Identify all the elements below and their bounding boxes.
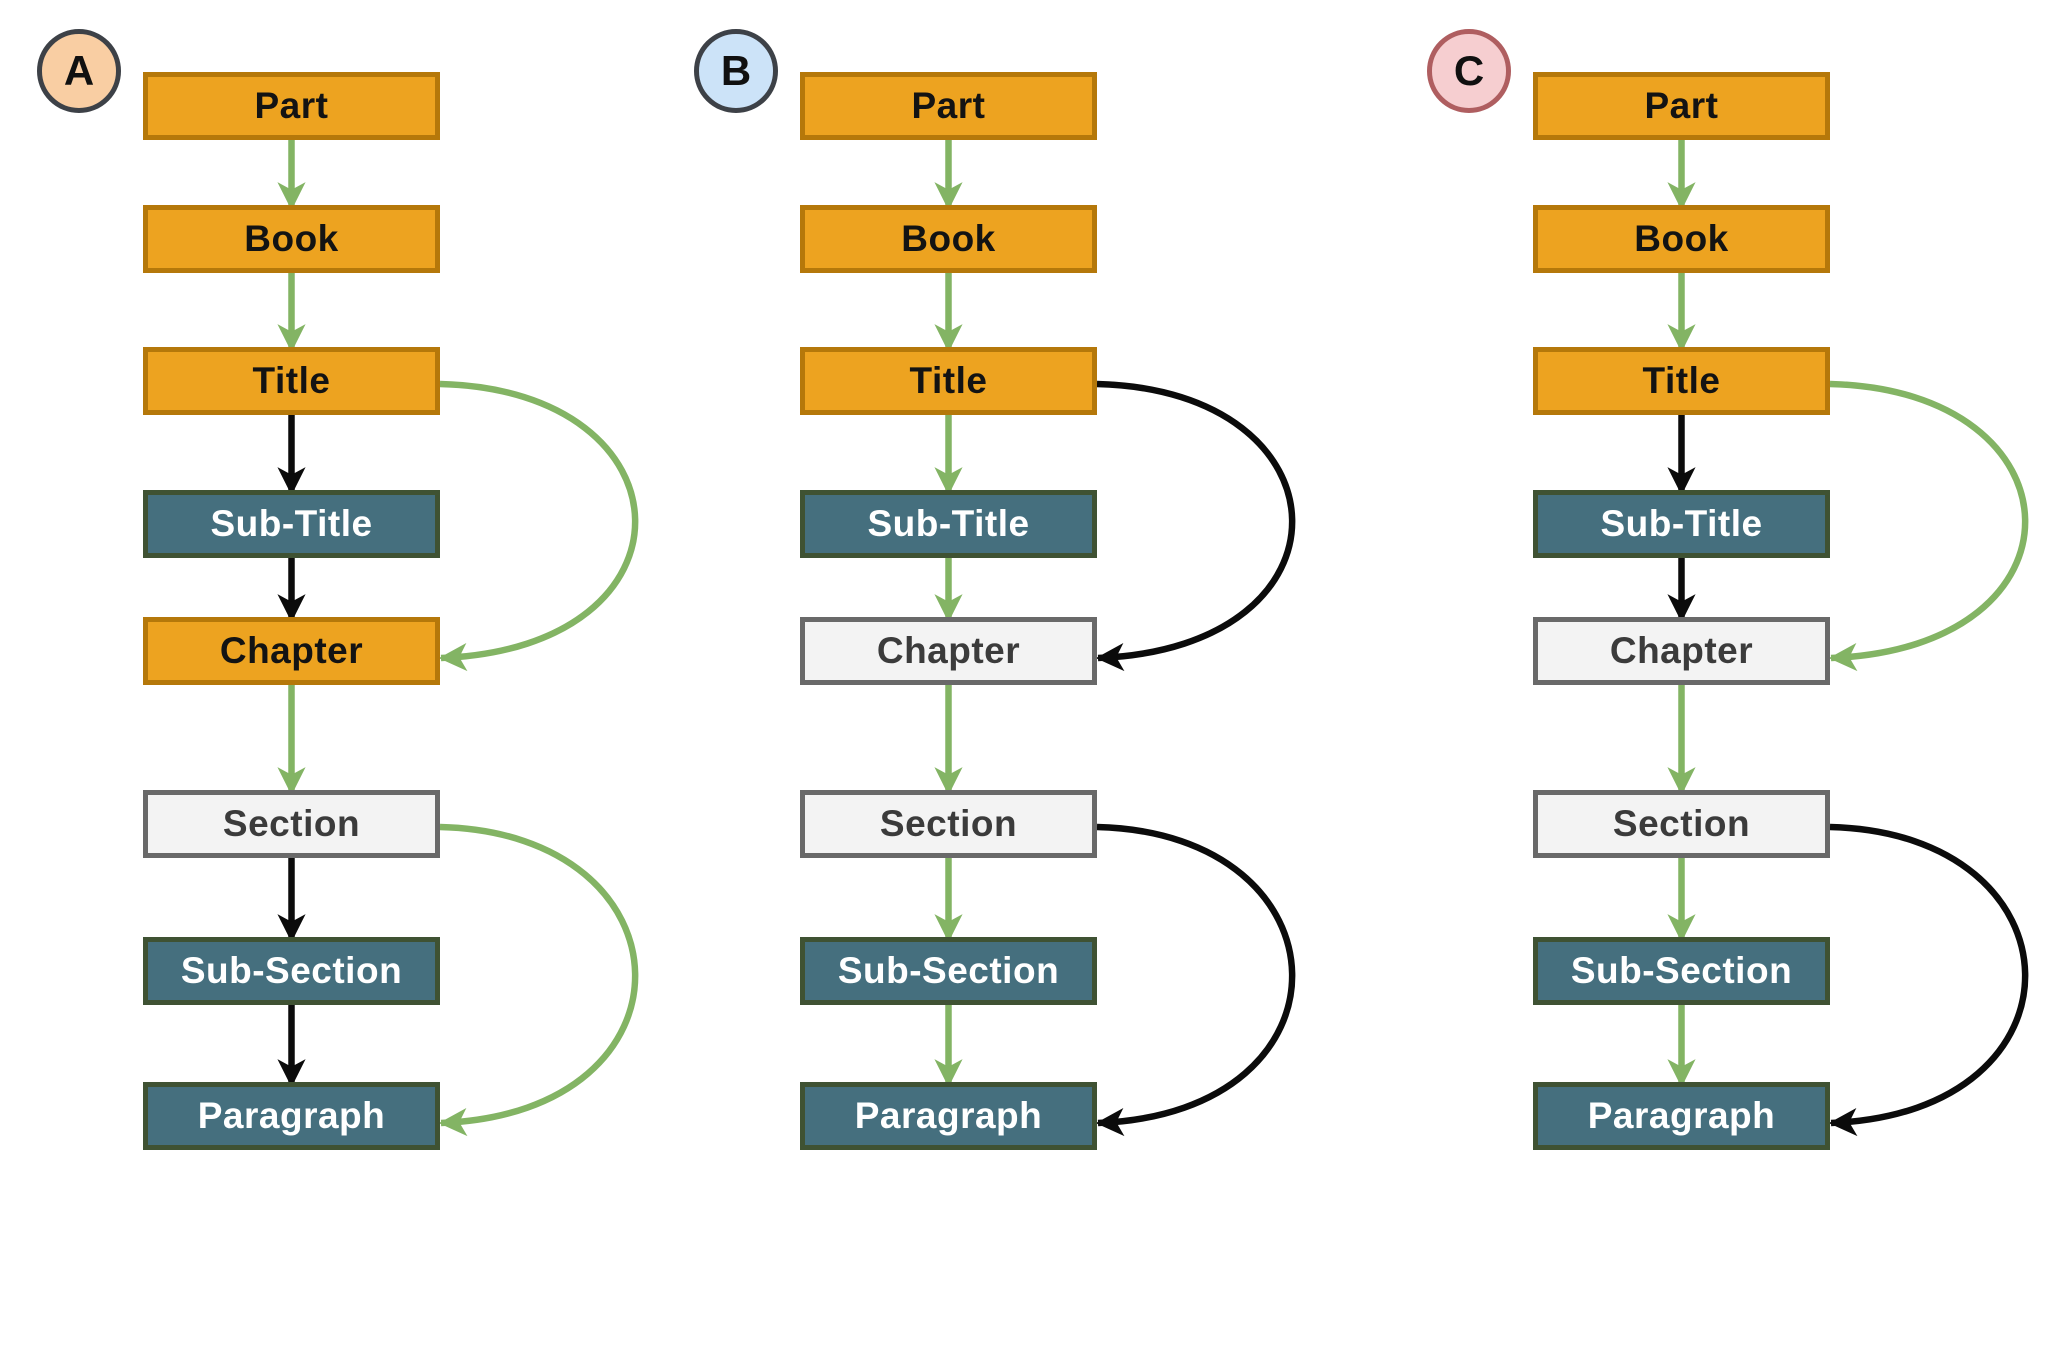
node-section: Section: [800, 790, 1097, 858]
node-chapter: Chapter: [143, 617, 440, 685]
edge-section-paragraph: [438, 823, 639, 1137]
badge-a: A: [37, 29, 121, 113]
badge-letter: B: [720, 47, 752, 94]
node-label: Sub-Title: [867, 503, 1030, 544]
arrows-layer-b: [934, 138, 1296, 1137]
node-title: Title: [143, 347, 440, 415]
badge-letter: C: [1453, 47, 1485, 94]
node-label: Book: [901, 218, 996, 259]
node-subsection: Sub-Section: [143, 937, 440, 1005]
node-part: Part: [1533, 72, 1830, 140]
badge-c: C: [1427, 29, 1511, 113]
node-paragraph: Paragraph: [1533, 1082, 1830, 1150]
node-part: Part: [143, 72, 440, 140]
node-label: Title: [909, 360, 988, 401]
node-label: Sub-Section: [180, 950, 403, 991]
arrows-layer-c: [1667, 138, 2029, 1137]
node-label: Chapter: [1609, 630, 1754, 671]
node-label: Book: [1634, 218, 1729, 259]
node-label: Paragraph: [854, 1095, 1043, 1136]
node-chapter: Chapter: [800, 617, 1097, 685]
arrows-layer-a: [277, 138, 639, 1137]
node-label: Paragraph: [1587, 1095, 1776, 1136]
badge-letter: A: [63, 47, 95, 94]
node-label: Part: [254, 85, 329, 126]
node-label: Sub-Section: [837, 950, 1060, 991]
node-book: Book: [800, 205, 1097, 273]
node-title: Title: [800, 347, 1097, 415]
node-subsection: Sub-Section: [800, 937, 1097, 1005]
node-label: Paragraph: [197, 1095, 386, 1136]
node-chapter: Chapter: [1533, 617, 1830, 685]
node-book: Book: [143, 205, 440, 273]
edge-title-chapter: [438, 380, 639, 672]
edge-title-chapter: [1828, 380, 2029, 672]
node-subtitle: Sub-Title: [143, 490, 440, 558]
node-label: Sub-Title: [1600, 503, 1763, 544]
edge-section-paragraph: [1095, 823, 1296, 1137]
node-section: Section: [1533, 790, 1830, 858]
node-book: Book: [1533, 205, 1830, 273]
node-label: Sub-Section: [1570, 950, 1793, 991]
node-section: Section: [143, 790, 440, 858]
node-label: Chapter: [876, 630, 1021, 671]
badge-b: B: [694, 29, 778, 113]
node-label: Chapter: [219, 630, 364, 671]
node-label: Section: [1612, 803, 1751, 844]
node-label: Book: [244, 218, 339, 259]
node-subtitle: Sub-Title: [1533, 490, 1830, 558]
node-subtitle: Sub-Title: [800, 490, 1097, 558]
node-title: Title: [1533, 347, 1830, 415]
node-label: Section: [222, 803, 361, 844]
node-paragraph: Paragraph: [143, 1082, 440, 1150]
node-paragraph: Paragraph: [800, 1082, 1097, 1150]
node-label: Title: [252, 360, 331, 401]
node-part: Part: [800, 72, 1097, 140]
node-label: Title: [1642, 360, 1721, 401]
node-label: Section: [879, 803, 1018, 844]
node-label: Part: [911, 85, 986, 126]
node-label: Sub-Title: [210, 503, 373, 544]
node-subsection: Sub-Section: [1533, 937, 1830, 1005]
edge-title-chapter: [1095, 380, 1296, 672]
edge-section-paragraph: [1828, 823, 2029, 1137]
node-label: Part: [1644, 85, 1719, 126]
